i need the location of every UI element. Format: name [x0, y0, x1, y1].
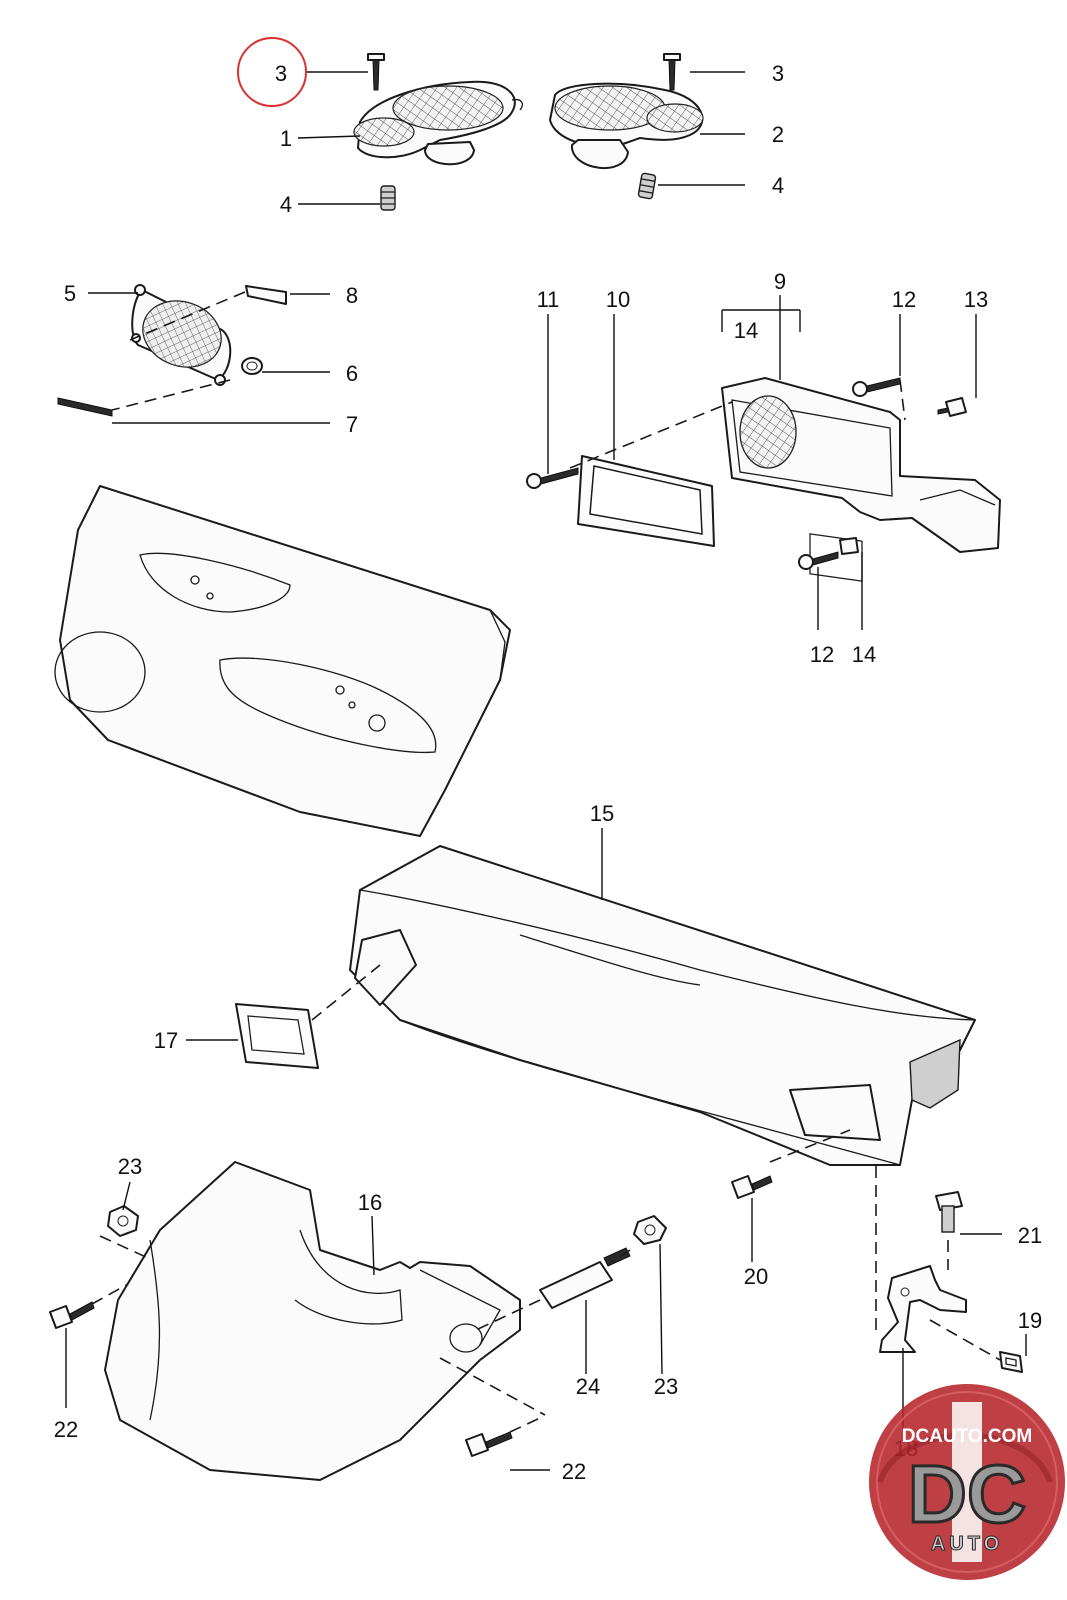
screw-part-3-right	[663, 53, 681, 91]
pin-part-4-right	[637, 172, 657, 200]
clip-part-13	[937, 397, 967, 417]
callout-11: 11	[537, 287, 560, 312]
grille-part-17	[235, 1003, 319, 1069]
assembly-line	[929, 1319, 1001, 1361]
bolt-part-22-bottom	[465, 1431, 513, 1457]
nut-part-23-left	[107, 1205, 139, 1237]
callout-22-bottom: 22	[562, 1459, 586, 1484]
stud-part-24	[539, 1247, 631, 1309]
callout-15: 15	[590, 801, 614, 826]
assembly-line	[569, 401, 733, 469]
callout-24: 24	[576, 1374, 600, 1399]
speaker-left-part-1	[353, 80, 523, 166]
bolt-part-20	[731, 1175, 773, 1199]
leader-lines	[65, 71, 1027, 1471]
assembly-line	[611, 1249, 631, 1263]
assembly-line	[311, 964, 381, 1021]
callout-12-top: 12	[892, 287, 916, 312]
callout-13: 13	[964, 287, 988, 312]
callout-9: 9	[774, 269, 786, 294]
clip-strip-part-7	[57, 397, 113, 417]
assembly-line	[899, 379, 906, 421]
callout-23-left: 23	[118, 1154, 142, 1179]
callout-17: 17	[154, 1028, 178, 1053]
callout-labels: 3 3 1 2 4 4 5 6 7 8 11 10 9 14 12 13 12 …	[54, 37, 1042, 1484]
screw-part-3-left	[367, 53, 385, 91]
assembly-line	[509, 1417, 541, 1433]
callout-19: 19	[1018, 1308, 1042, 1333]
assembly-line	[129, 291, 246, 341]
bracket-part-8	[245, 285, 287, 305]
callout-20: 20	[744, 1264, 768, 1289]
callout-5: 5	[64, 281, 76, 306]
highlight-circle	[237, 37, 307, 107]
door-trim-panel	[54, 485, 511, 837]
assembly-line	[475, 1299, 541, 1331]
callout-23-right: 23	[654, 1374, 678, 1399]
screw-part-11	[526, 467, 579, 489]
callout-14-bottom: 14	[852, 642, 876, 667]
assembly-line	[111, 379, 231, 411]
speaker-right-part-2	[549, 82, 704, 169]
side-cover-part-16	[104, 1161, 521, 1481]
assembly-line	[91, 1283, 129, 1305]
callout-14-bracket: 14	[734, 318, 758, 343]
callout-4-left: 4	[280, 192, 292, 217]
bracket-part-18	[879, 1265, 967, 1353]
assembly-line	[99, 1235, 149, 1259]
callout-7: 7	[346, 412, 358, 437]
tweeter-grille-part-5	[131, 284, 232, 386]
callout-12-bottom: 12	[810, 642, 834, 667]
assembly-line	[769, 1129, 851, 1163]
grommet-part-6	[241, 357, 263, 375]
watermark-monogram: DC	[908, 1449, 1026, 1540]
pin-part-4-left	[380, 185, 396, 211]
dcauto-watermark-logo: DCAUTO.COM DC AUTO	[869, 1384, 1065, 1580]
callout-3-right: 3	[772, 61, 784, 86]
callout-16: 16	[358, 1190, 382, 1215]
screw-part-12-bottom	[798, 551, 839, 570]
watermark-site: DCAUTO.COM	[902, 1426, 1033, 1447]
clip-part-19	[999, 1351, 1023, 1373]
screw-part-12-top	[852, 377, 901, 397]
callout-10: 10	[606, 287, 630, 312]
nut-part-23-right	[633, 1215, 667, 1245]
rear-shelf-part-15	[349, 845, 976, 1166]
assembly-line	[439, 1357, 546, 1416]
bolt-part-21	[935, 1191, 963, 1233]
callout-6: 6	[346, 361, 358, 386]
watermark-sub: AUTO	[931, 1533, 1003, 1555]
callout-4-right: 4	[772, 173, 784, 198]
callout-8: 8	[346, 283, 358, 308]
nut-part-14	[839, 537, 859, 555]
callout-2: 2	[772, 122, 784, 147]
callout-1: 1	[280, 126, 292, 151]
callout-3-circled: 3	[275, 61, 287, 86]
bolt-part-22-left	[49, 1301, 95, 1329]
callout-22-left: 22	[54, 1417, 78, 1442]
callout-21: 21	[1018, 1223, 1042, 1248]
gasket-part-10	[577, 455, 715, 547]
